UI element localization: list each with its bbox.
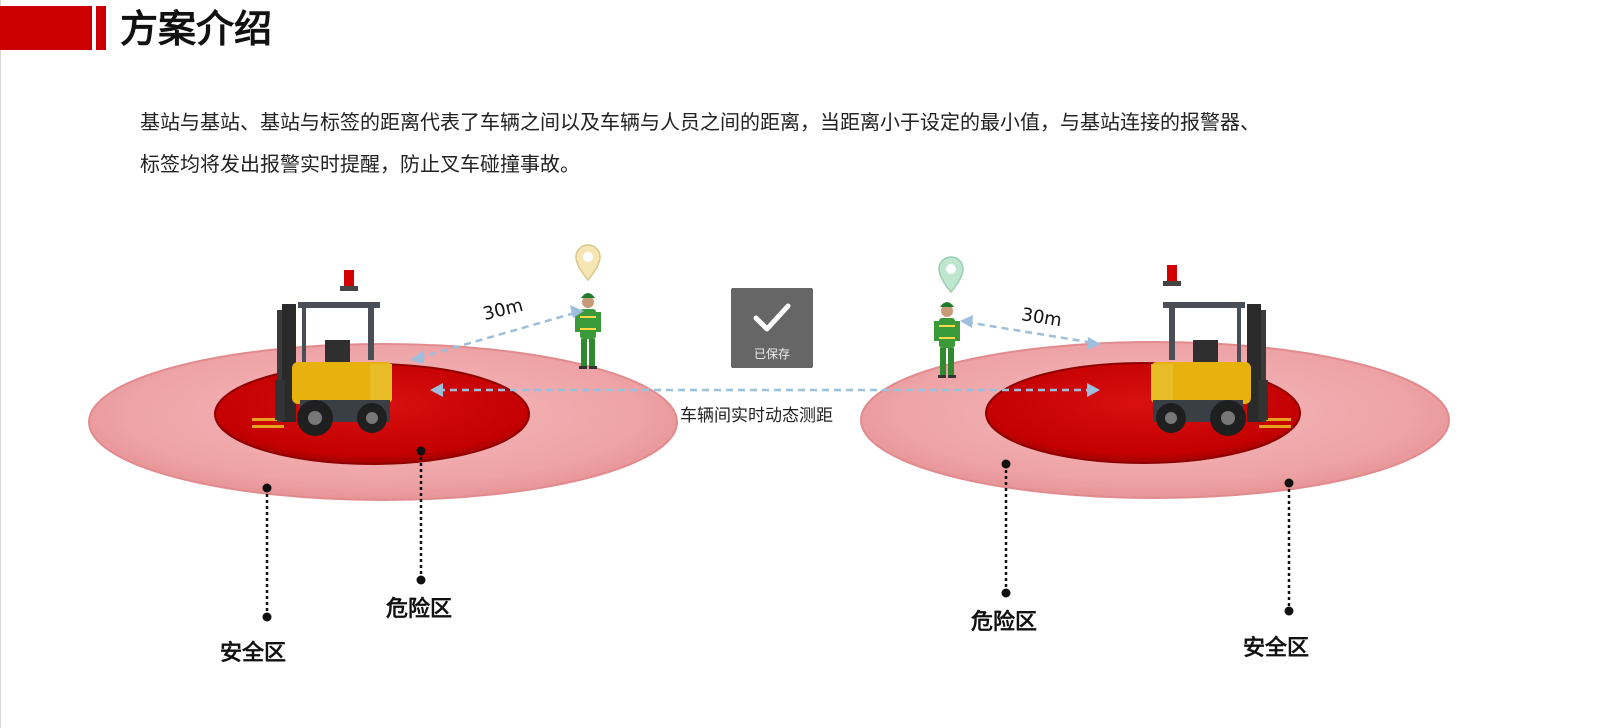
safe-zone-label-right: 安全区 <box>1243 636 1310 661</box>
danger-zone-label-left: 危险区 <box>386 597 453 622</box>
toast-text: 已保存 <box>753 347 790 361</box>
beacon-light-icon <box>1163 265 1181 286</box>
leader-line-danger-right <box>1001 459 1011 598</box>
arrow-head <box>570 305 584 318</box>
checkmark-icon <box>753 303 791 332</box>
beacon-light-icon <box>340 270 358 291</box>
vehicle-ranging-label: 车辆间实时动态测距 <box>678 401 835 426</box>
leader-line-danger-left <box>416 446 426 585</box>
arrow-head <box>410 350 424 364</box>
saved-toast: 已保存 <box>731 288 813 368</box>
location-pin-icon <box>575 244 601 282</box>
safe-zone-label-left: 安全区 <box>220 641 287 666</box>
page-left-rule <box>0 0 1 728</box>
intro-line-2: 标签均将发出报警实时提醒，防止叉车碰撞事故。 <box>140 152 580 176</box>
worker-icon <box>575 293 601 369</box>
location-pin-icon <box>938 256 964 294</box>
measure-line-right <box>965 320 1095 345</box>
arrow-head <box>1087 337 1101 350</box>
arrow-head <box>430 383 443 397</box>
intro-paragraph: 基站与基站、基站与标签的距离代表了车辆之间以及车辆与人员之间的距离，当距离小于设… <box>140 101 1440 185</box>
header-accent-stripe <box>96 6 106 50</box>
danger-zone-label-right: 危险区 <box>971 610 1038 635</box>
leader-line-safe-right <box>1284 478 1294 616</box>
arrow-head <box>1087 383 1100 397</box>
header-accent-bar <box>0 6 92 50</box>
measure-line-left <box>417 310 579 360</box>
page-title: 方案介绍 <box>120 7 273 51</box>
intro-line-1: 基站与基站、基站与标签的距离代表了车辆之间以及车辆与人员之间的距离，当距离小于设… <box>140 110 1260 134</box>
leader-line-safe-left <box>262 483 272 622</box>
arrow-head <box>960 315 973 328</box>
